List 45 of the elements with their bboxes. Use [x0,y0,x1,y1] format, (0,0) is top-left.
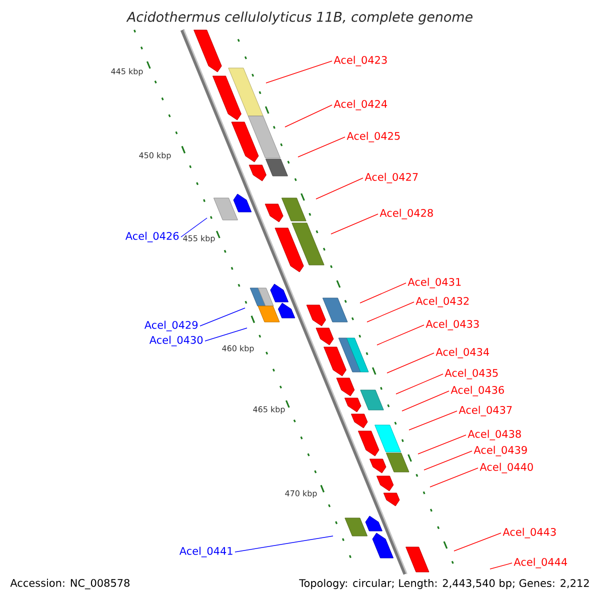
leader-line [408,410,458,430]
leader-line [386,352,434,374]
gene-label: Acel_0443 [502,528,556,538]
leader-line [330,214,378,234]
leader-line [180,218,208,238]
gene-label: Acel_0423 [334,56,387,66]
gene-label: Acel_0436 [450,386,504,396]
gene-label: Acel_0431 [408,278,461,288]
genome-info-text: Topology: circular; Length: 2,443,540 bp; Genes: 2,212 [299,578,589,590]
gene-label: Acel_0435 [444,368,498,380]
gene-label: Acel_0441 [179,546,232,558]
gene-label: Acel_0429 [144,320,198,332]
gene-label: Acel_0438 [468,430,521,440]
gene-label: Acel_0430 [149,336,203,346]
leader-line [430,468,478,488]
leader-line [266,60,332,84]
leader-line [402,390,450,412]
gene-label: Acel_0428 [380,208,433,220]
leader-line [396,374,444,394]
gene-label: Acel_0433 [426,320,479,330]
gene-label: Acel_0432 [416,296,469,308]
accession-text: Accession: NC_008578 [10,578,130,590]
leader-line [454,532,502,552]
leader-line [366,302,414,322]
leader-line [200,308,246,326]
leader-line [424,450,472,470]
gene-label: Acel_0440 [480,462,533,474]
gene-label: Acel_0427 [364,172,418,184]
leader-line [204,328,248,342]
gene-label: Acel_0437 [458,406,512,416]
gene-label: Acel_0439 [474,446,527,456]
gene-label: Acel_0444 [514,558,568,568]
leader-line [490,562,512,570]
gene-label: Acel_0425 [346,132,400,142]
title: Acidothermus cellulolyticus 11B, complete genome [126,12,472,24]
gene-label: Acel_0424 [334,100,388,110]
leader-line [234,536,334,552]
leader-line [360,282,406,304]
leader-line [376,324,424,346]
gene-label: Acel_0426 [125,232,179,242]
leader-line [316,178,364,200]
leader-line [298,136,346,158]
leader-line [418,434,466,454]
leader-line [284,104,332,128]
gene-label: Acel_0434 [436,348,490,358]
